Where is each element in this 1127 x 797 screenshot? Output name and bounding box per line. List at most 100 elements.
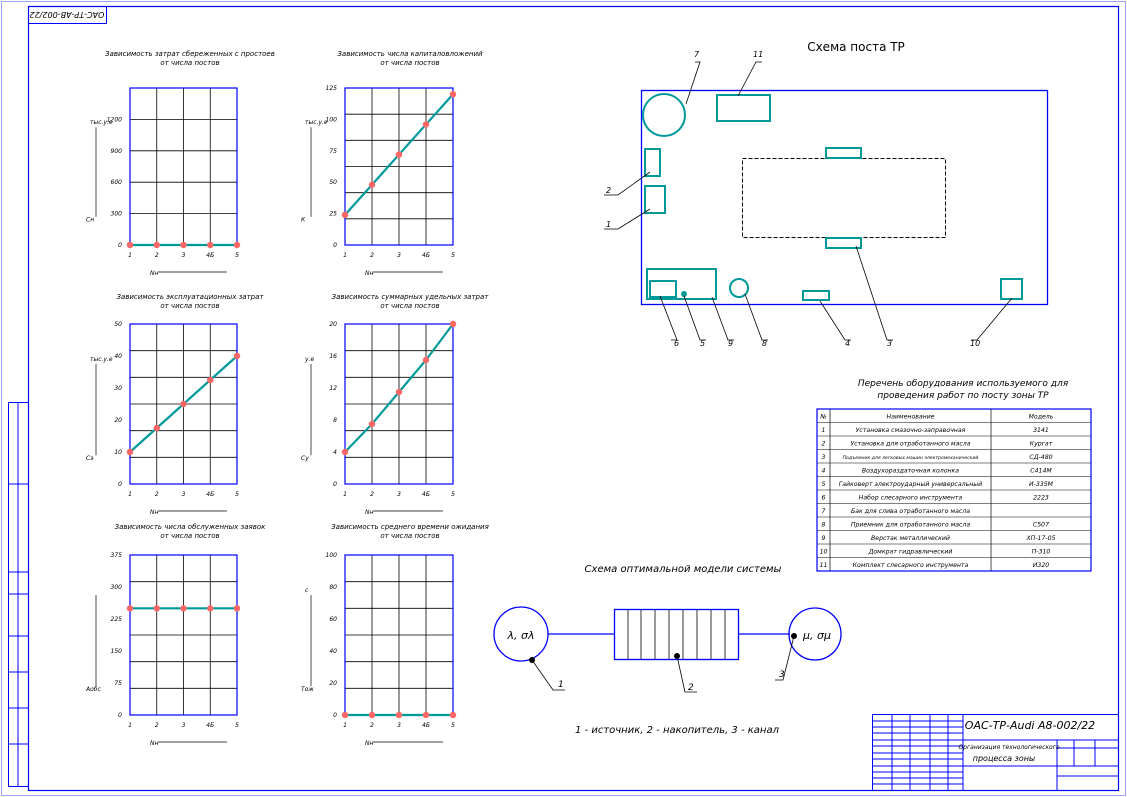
x-axis-label: Nн [150,270,158,277]
x-tick-label: 2 [370,252,374,259]
chart-title-line2: от числа постов [380,59,439,67]
x-tick-label: 4Б [422,722,430,729]
equipment-11 [716,94,771,122]
table-cell: 2 [822,441,826,448]
x-tick-label: 5 [451,722,455,729]
y-tick-label: 0 [333,242,337,249]
table-cell: Бак для слива отработанного масла [851,507,970,515]
y-tick-label: 75 [329,148,337,155]
channel-circle [788,607,842,661]
x-tick-label: 3 [182,252,186,259]
y-tick-label: 30 [114,385,122,392]
x-tick-label: 4Б [206,252,214,259]
data-point [180,400,187,408]
x-tick-label: 3 [397,722,401,729]
table-cell: Установка для отработанного масла [850,440,970,448]
callout-7: 7 [694,50,700,59]
title-block-title-1: Организация технологического [958,744,1059,751]
chart-4: Зависимость суммарных удельных затратот … [301,293,489,516]
y-tick-label: 12 [329,385,337,392]
equipment-table-title-2: проведения работ по посту зоны ТР [877,391,1049,401]
equipment-7-tank [642,93,686,137]
y-axis-label: Aобс [85,686,101,693]
data-point [395,388,403,396]
y-axis-unit: тыс.у.е [90,356,113,363]
data-point [153,424,160,432]
buffer-cells [627,610,726,659]
plot-frame [344,87,454,246]
equipment-9-workbench [646,268,717,300]
data-point [126,448,134,456]
y-tick-label: 100 [326,116,338,123]
chart-title-line2: от числа постов [160,532,219,540]
table-cell: СД-480 [1029,454,1052,461]
data-point [395,151,403,158]
data-point [422,711,430,719]
plot-frame [344,323,454,485]
channel-symbol: μ, σμ [802,629,831,642]
y-tick-label: 125 [326,85,338,92]
y-tick-label: 300 [111,211,123,218]
x-tick-label: 5 [235,491,239,498]
data-point [422,121,430,128]
data-point [233,605,241,612]
y-tick-label: 225 [111,616,123,623]
data-point [368,711,376,719]
chart-title-line2: от числа постов [160,59,219,67]
table-cell: Комплект слесарного инструмента [853,562,969,569]
y-tick-label: 900 [111,148,123,155]
y-axis-unit: с [305,587,309,594]
x-tick-label: 1 [343,722,347,729]
table-header-cell: № [819,414,826,421]
data-point [341,211,349,219]
title-block-title-2: процесса зоны [973,754,1036,763]
table-cell: Верстак металлический [871,535,950,542]
table-cell: 10 [820,549,828,556]
data-point [180,241,187,249]
x-tick-label: 5 [235,252,239,259]
callout-4: 4 [845,339,850,348]
charts-area: Зависимость затрат сбереженных с простое… [85,50,489,747]
table-cell: И320 [1033,562,1050,569]
table-header-cell: Модель [1029,414,1054,421]
y-axis-label: Сн [86,216,94,223]
data-point [180,605,187,612]
y-tick-label: 40 [114,353,122,360]
buffer-rect [613,608,740,661]
x-tick-label: 1 [128,252,132,259]
table-header-cell: Наименование [886,414,934,421]
y-tick-label: 8 [333,417,337,424]
stamp-top-left-text: ОАС-ТР-АВ-002/22 [30,10,105,19]
y-tick-label: 40 [329,648,337,655]
source-symbol: λ, σλ [507,629,535,642]
x-tick-label: 5 [451,252,455,259]
y-tick-label: 300 [111,584,123,591]
x-tick-label: 4Б [422,252,430,259]
data-point [207,241,214,249]
queue-label-1: 1 [558,680,564,690]
table-cell: 11 [820,562,828,569]
table-cell: Установка смазочно-заправочная [856,427,966,434]
title-block-code: ОАС-ТР-Audi A8-002/22 [965,719,1095,732]
chart-title: Зависимость суммарных удельных затрат [332,293,490,301]
x-tick-label: 1 [343,491,347,498]
callout-3: 3 [887,339,892,348]
x-tick-label: 3 [182,722,186,729]
equipment-3-pad-bottom [825,237,862,249]
y-tick-label: 50 [114,321,122,328]
table-cell: С414М [1030,468,1052,475]
callout-8: 8 [762,339,767,348]
table-cell: 6 [822,495,826,502]
data-point [153,241,160,249]
table-cell: 3 [822,454,826,461]
data-point [449,320,457,328]
callout-9: 9 [728,339,733,348]
equipment-5 [681,291,687,297]
table-cell: 2223 [1033,495,1049,502]
data-point [233,241,241,249]
queue-model-title: Схема оптимальной модели системы [585,564,782,575]
